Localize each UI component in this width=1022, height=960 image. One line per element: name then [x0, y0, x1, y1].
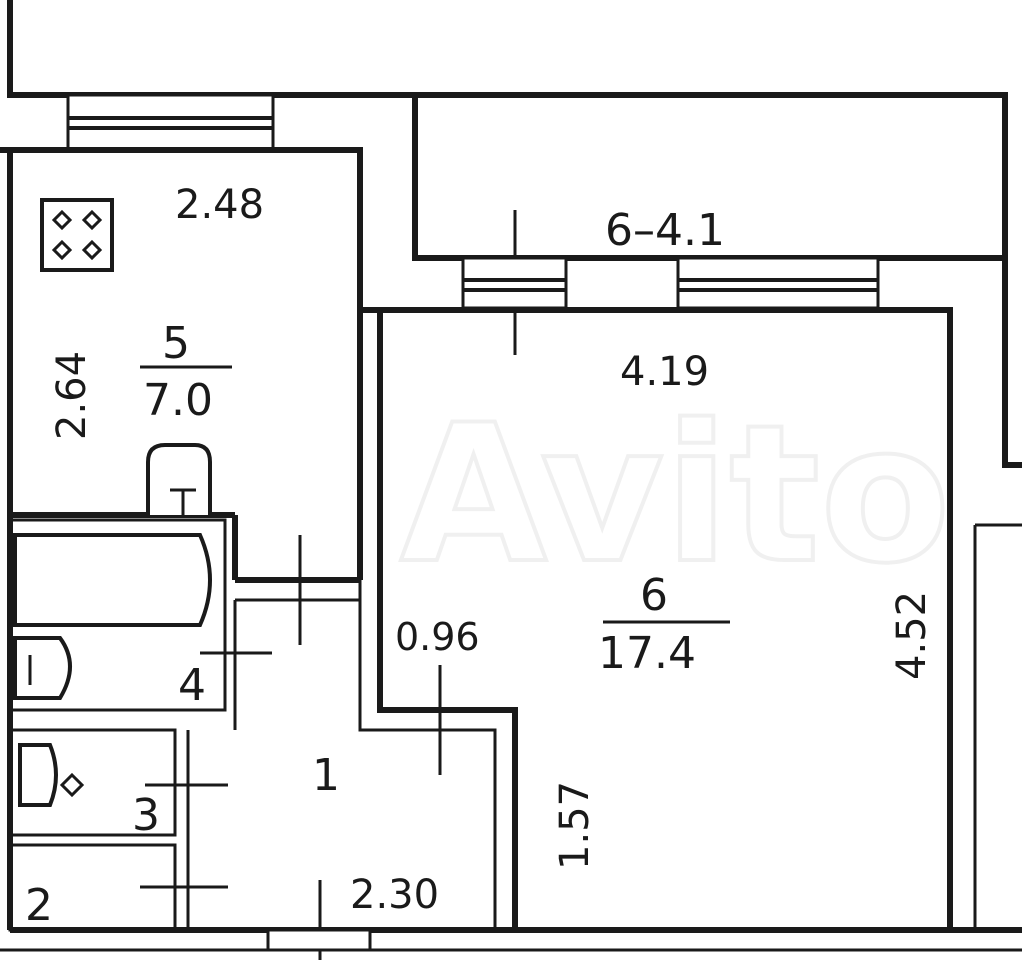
- hall-depth: 1.57: [552, 781, 598, 870]
- room-toilet: 3: [8, 728, 228, 841]
- window-balcony-door: [461, 256, 568, 310]
- entrance-door: [266, 928, 372, 952]
- balcony: 6–4.1: [412, 95, 1005, 355]
- window-kitchen: [66, 93, 275, 152]
- balcony-label: 6–4.1: [605, 205, 725, 256]
- room-hall: 1 0.96 2.30 1.57: [186, 535, 598, 960]
- room-bathroom: 4: [8, 518, 272, 712]
- kitchen-length: 2.64: [49, 351, 95, 440]
- main-room-width: 4.19: [620, 349, 709, 395]
- closet-number: 2: [25, 880, 53, 931]
- hall-number: 1: [312, 750, 340, 801]
- toilet-icon: [18, 743, 58, 807]
- watermark: Avito: [400, 384, 951, 605]
- toilet-number: 3: [132, 790, 160, 841]
- kitchen-width: 2.48: [175, 182, 264, 228]
- washbasin-icon: [13, 636, 72, 700]
- main-room-number: 6: [640, 570, 668, 621]
- sink-icon: [146, 443, 212, 515]
- hall-passage: 0.96: [395, 615, 480, 659]
- room-closet: 2: [8, 843, 228, 932]
- stove-icon: [40, 198, 114, 272]
- hall-width: 2.30: [350, 872, 439, 918]
- kitchen-number: 5: [162, 318, 190, 369]
- main-room-length: 4.52: [889, 591, 935, 680]
- main-room-area: 17.4: [598, 628, 696, 679]
- kitchen-area: 7.0: [143, 375, 213, 426]
- window-main-room: [676, 256, 880, 310]
- bathroom-number: 4: [178, 660, 206, 711]
- room-kitchen: 2.48 2.64 5 7.0: [10, 147, 363, 583]
- bathtub-icon: [13, 533, 212, 627]
